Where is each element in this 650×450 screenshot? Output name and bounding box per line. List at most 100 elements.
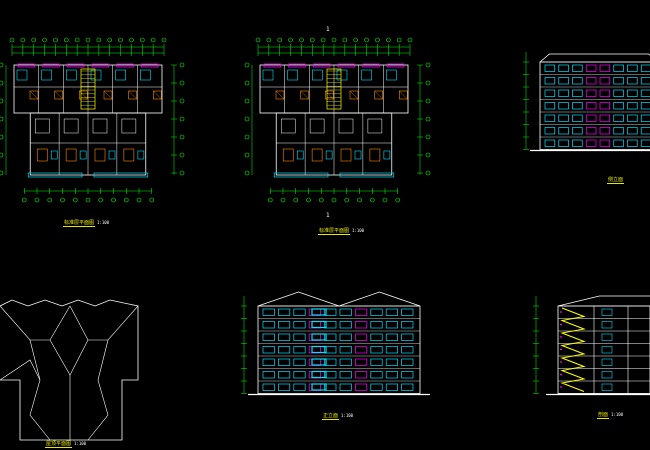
window bbox=[627, 77, 638, 85]
window bbox=[324, 358, 337, 366]
window bbox=[324, 383, 337, 391]
fixture-diag bbox=[103, 90, 113, 100]
axis-bubble bbox=[47, 197, 53, 203]
window bbox=[339, 383, 352, 391]
window bbox=[585, 127, 597, 135]
axis-bubble bbox=[20, 37, 26, 43]
window bbox=[544, 102, 556, 110]
window bbox=[585, 64, 597, 72]
axis-bubble bbox=[425, 134, 431, 140]
furniture bbox=[41, 69, 52, 81]
window bbox=[627, 64, 638, 72]
axis-bubble bbox=[244, 98, 250, 104]
window bbox=[627, 114, 638, 122]
axis-bubble bbox=[288, 37, 293, 43]
axis-bubble bbox=[318, 197, 324, 203]
axis-bubble bbox=[179, 116, 185, 122]
fixture bbox=[374, 90, 383, 100]
window bbox=[640, 114, 650, 122]
window bbox=[293, 358, 306, 366]
window bbox=[385, 358, 398, 366]
window bbox=[627, 102, 638, 110]
window bbox=[278, 383, 291, 391]
balcony bbox=[311, 333, 327, 341]
furniture bbox=[92, 118, 108, 134]
balcony bbox=[93, 172, 149, 178]
window bbox=[66, 63, 85, 68]
fixture bbox=[296, 150, 304, 160]
section-mark-top: 1 bbox=[326, 26, 330, 33]
furniture bbox=[16, 69, 28, 81]
window bbox=[601, 371, 613, 379]
axis-bubble bbox=[385, 37, 391, 43]
furniture bbox=[34, 118, 50, 134]
axis-bubble bbox=[382, 197, 388, 203]
axis-bubble bbox=[369, 197, 375, 203]
window bbox=[572, 64, 583, 72]
fixture bbox=[54, 90, 63, 100]
axis-bubble bbox=[179, 62, 185, 68]
window bbox=[385, 383, 398, 391]
fixture-diag bbox=[399, 90, 408, 100]
window bbox=[640, 77, 650, 85]
window bbox=[558, 77, 569, 85]
window bbox=[370, 321, 383, 329]
furniture bbox=[367, 118, 383, 134]
window bbox=[355, 321, 368, 329]
window bbox=[140, 63, 159, 68]
roof-outline bbox=[0, 299, 139, 441]
side-elevation bbox=[523, 52, 650, 152]
window bbox=[262, 333, 275, 341]
axis-bubble bbox=[111, 197, 116, 203]
window bbox=[601, 346, 613, 354]
axis-bubble bbox=[277, 37, 283, 43]
window bbox=[355, 308, 368, 316]
axis-bubble bbox=[331, 37, 337, 43]
axis-bubble bbox=[396, 37, 402, 43]
window bbox=[42, 63, 60, 68]
axis-bubble bbox=[72, 197, 78, 203]
window bbox=[312, 63, 331, 68]
fixture bbox=[108, 150, 116, 160]
window bbox=[278, 371, 291, 379]
fixture bbox=[36, 148, 48, 162]
window bbox=[544, 139, 556, 147]
axis-bubble bbox=[60, 197, 65, 203]
axis-bubble bbox=[85, 37, 91, 43]
window bbox=[293, 383, 306, 391]
furniture bbox=[115, 69, 126, 81]
window bbox=[385, 371, 398, 379]
caption-side-elevation: 侧立面 bbox=[607, 177, 625, 184]
window bbox=[339, 358, 352, 366]
axis-bubble bbox=[139, 37, 145, 43]
axis-bubble bbox=[244, 116, 250, 122]
fixture bbox=[282, 148, 294, 162]
roof-line bbox=[539, 53, 650, 63]
hip-line bbox=[0, 359, 41, 381]
fixture-diag bbox=[275, 90, 285, 100]
window bbox=[601, 333, 613, 341]
axis-bubble bbox=[306, 197, 311, 203]
balcony bbox=[311, 320, 327, 329]
building-section bbox=[533, 295, 650, 396]
window bbox=[386, 63, 405, 68]
window bbox=[599, 89, 611, 97]
axis-bubble bbox=[320, 37, 326, 43]
window bbox=[278, 321, 291, 329]
axis-bubble bbox=[150, 37, 156, 43]
balcony bbox=[311, 358, 327, 366]
window bbox=[262, 308, 275, 316]
axis-bubble bbox=[299, 37, 304, 43]
axis-bubble bbox=[244, 170, 250, 176]
axis-bubble bbox=[149, 197, 155, 203]
window bbox=[324, 371, 337, 379]
window bbox=[293, 333, 306, 341]
axis-bubble bbox=[244, 62, 250, 68]
fixture bbox=[29, 90, 39, 100]
window bbox=[293, 321, 306, 329]
axis-bubble bbox=[267, 197, 273, 203]
window bbox=[558, 64, 569, 72]
window bbox=[385, 321, 398, 329]
window bbox=[262, 358, 275, 366]
